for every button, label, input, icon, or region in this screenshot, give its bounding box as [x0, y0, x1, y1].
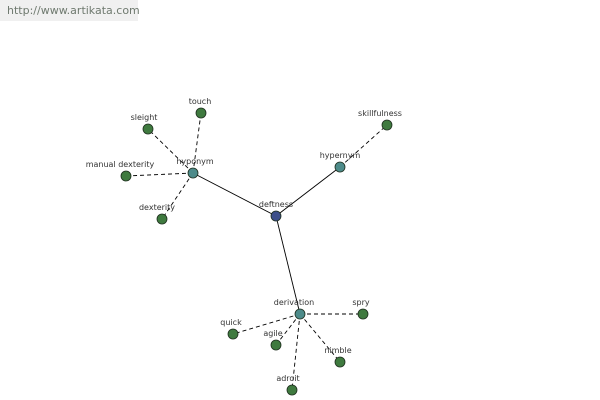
node-dexterity-dot[interactable] — [156, 213, 168, 225]
node-sleight-label: sleight — [131, 113, 158, 122]
edge-deftness-derivation — [275, 215, 301, 315]
node-touch-dot[interactable] — [195, 107, 207, 119]
node-nimble-dot[interactable] — [334, 356, 346, 368]
node-quick[interactable]: quick — [220, 318, 242, 340]
node-nimble[interactable]: nimble — [324, 346, 352, 368]
node-adroit-label: adroit — [276, 374, 299, 383]
site-url-link[interactable]: http://www.artikata.com — [7, 4, 140, 17]
node-agile-label: agile — [263, 329, 282, 338]
edge-hypernym-skillfulness — [339, 124, 388, 168]
node-deftness[interactable]: deftness — [259, 200, 293, 222]
nodes-layer: deftness hyponym hypernym derivation touch sl… — [86, 97, 402, 396]
node-dexterity[interactable]: dexterity — [139, 203, 175, 225]
node-manual-dexterity-label: manual dexterity — [86, 160, 155, 169]
node-derivation-label: derivation — [274, 298, 314, 307]
node-hyponym-dot[interactable] — [187, 167, 199, 179]
edge-derivation-quick — [232, 313, 301, 335]
node-manual-dexterity-dot[interactable] — [120, 170, 132, 182]
node-touch-label: touch — [189, 97, 212, 106]
edge-deftness-hyponym — [192, 172, 277, 217]
node-skillfulness-label: skillfulness — [358, 109, 402, 118]
node-derivation[interactable]: derivation — [274, 298, 314, 320]
edge-derivation-nimble — [299, 313, 341, 363]
node-hypernym[interactable]: hypernym — [320, 151, 361, 173]
edge-hyponym-touch — [192, 112, 202, 174]
node-dexterity-label: dexterity — [139, 203, 175, 212]
edge-derivation-adroit — [291, 313, 301, 391]
node-skillfulness[interactable]: skillfulness — [358, 109, 402, 131]
node-quick-dot[interactable] — [227, 328, 239, 340]
node-deftness-label: deftness — [259, 200, 293, 209]
node-spry-label: spry — [352, 298, 370, 307]
node-agile[interactable]: agile — [263, 329, 283, 351]
edge-hyponym-sleight — [147, 128, 194, 174]
node-sleight-dot[interactable] — [142, 123, 154, 135]
node-manual-dexterity[interactable]: manual dexterity — [86, 160, 155, 182]
node-deftness-dot[interactable] — [270, 210, 282, 222]
node-agile-dot[interactable] — [270, 339, 282, 351]
url-banner: http://www.artikata.com — [0, 0, 140, 21]
edge-hyponym-dexterity — [161, 172, 194, 220]
node-adroit[interactable]: adroit — [276, 374, 300, 396]
node-hypernym-label: hypernym — [320, 151, 361, 160]
node-quick-label: quick — [220, 318, 242, 327]
node-touch[interactable]: touch — [189, 97, 212, 119]
node-skillfulness-dot[interactable] — [381, 119, 393, 131]
node-sleight[interactable]: sleight — [131, 113, 158, 135]
node-spry-dot[interactable] — [357, 308, 369, 320]
edge-hyponym-manual-dexterity — [125, 172, 194, 177]
node-spry[interactable]: spry — [352, 298, 370, 320]
node-hyponym-label: hyponym — [176, 157, 214, 166]
node-hyponym[interactable]: hyponym — [176, 157, 214, 179]
node-nimble-label: nimble — [324, 346, 351, 355]
node-adroit-dot[interactable] — [286, 384, 298, 396]
node-derivation-dot[interactable] — [294, 308, 306, 320]
node-hypernym-dot[interactable] — [334, 161, 346, 173]
edge-deftness-hypernym — [275, 166, 341, 217]
edges-layer — [125, 112, 388, 391]
